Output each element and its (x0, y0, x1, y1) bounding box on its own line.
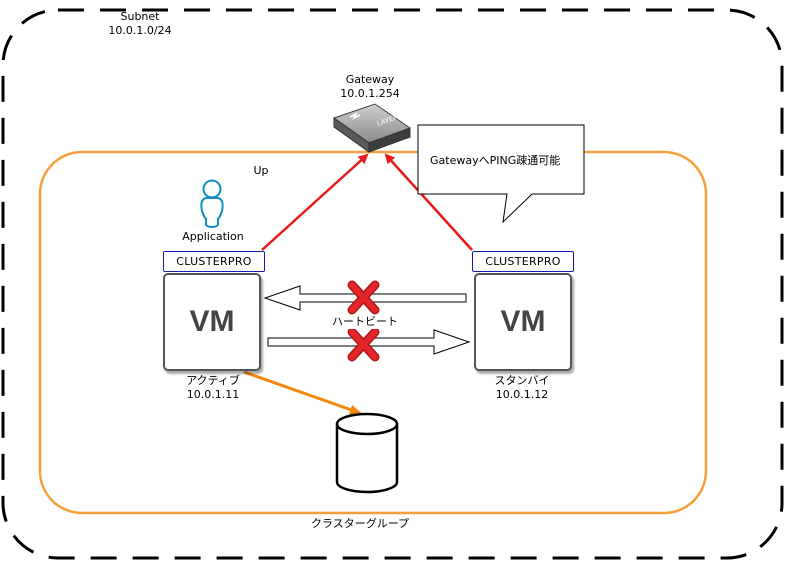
application-user-icon (200, 179, 224, 228)
ping-callout-text: GatewayへPING疎通可能 (430, 154, 561, 167)
active-ip-label: 10.0.1.11 (186, 388, 240, 401)
vm-standby: VM (474, 273, 572, 371)
clusterpro-agent-standby: CLUSTERPRO (472, 251, 574, 272)
cluster-group-label: クラスターグループ (310, 517, 410, 530)
subnet-cidr: 10.0.1.0/24 (108, 24, 172, 37)
gateway-title: Gateway (345, 73, 395, 86)
heartbeat-failed-icon-bottom (347, 327, 380, 362)
heartbeat-failed-icon-top (347, 280, 380, 315)
gateway-switch-icon: LAYER 2 (332, 103, 412, 153)
vm-active: VM (163, 273, 261, 371)
standby-ip-label: 10.0.1.12 (495, 388, 549, 401)
cluster-group-boundary (38, 150, 708, 515)
active-role-label: アクティブ (186, 374, 240, 387)
standby-role-label: スタンバイ (494, 374, 550, 387)
ping-callout (417, 124, 585, 224)
heartbeat-label: ハートビート (320, 315, 410, 329)
up-label: Up (253, 164, 269, 177)
ping-arrow-standby (384, 153, 473, 251)
subnet-title: Subnet (120, 10, 160, 23)
subnet-boundary (1, 8, 784, 560)
shared-disk-icon (335, 412, 399, 494)
ping-arrow-active (261, 153, 369, 251)
clusterpro-agent-active: CLUSTERPRO (163, 251, 265, 272)
gateway-ip: 10.0.1.254 (340, 87, 400, 100)
storage-access-arrow (243, 370, 362, 415)
application-label: Application (182, 230, 244, 243)
